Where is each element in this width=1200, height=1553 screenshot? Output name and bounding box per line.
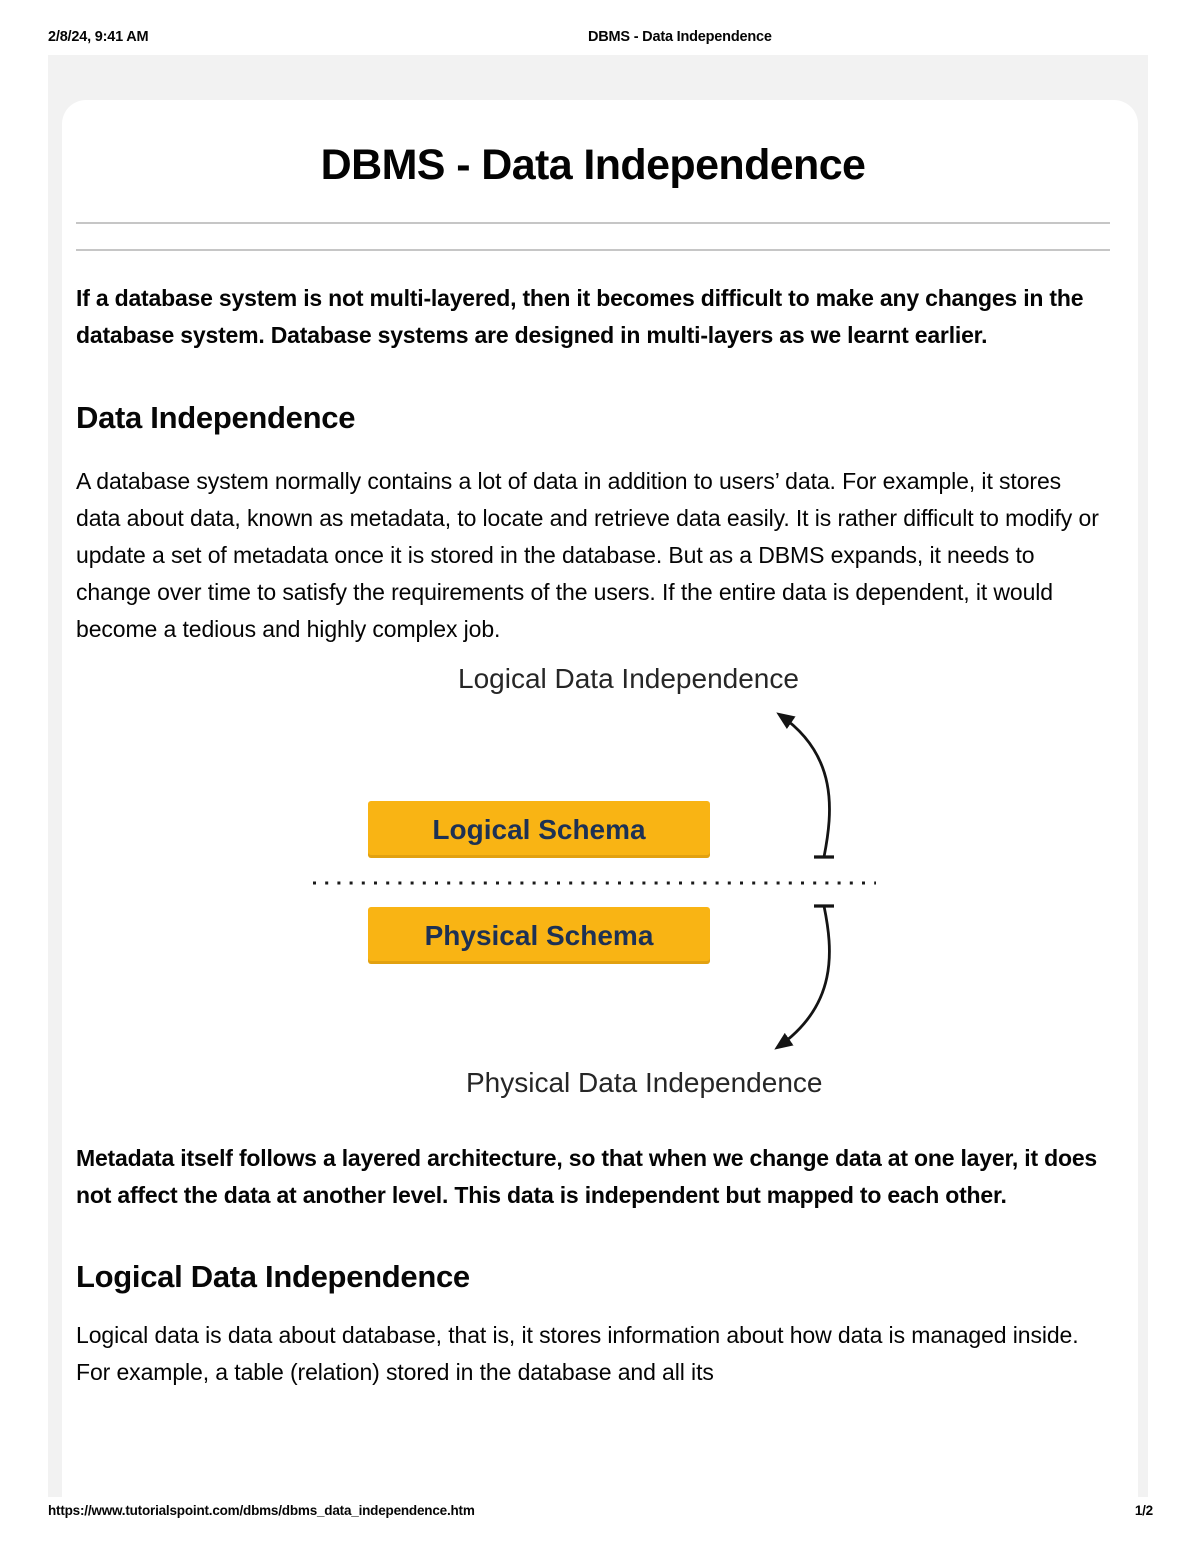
print-footer: https://www.tutorialspoint.com/dbms/dbms…	[48, 1503, 1153, 1518]
paragraph-layered-architecture: Metadata itself follows a layered archit…	[76, 1145, 1098, 1208]
print-document-title: DBMS - Data Independence	[588, 29, 772, 45]
logical-schema-label: Logical Schema	[432, 813, 646, 845]
article-title: DBMS - Data Independence	[320, 141, 866, 189]
physical-schema-label: Physical Schema	[424, 919, 654, 951]
diagram-arrows-graphic	[313, 712, 876, 1050]
physical-arrow-curve	[774, 905, 831, 1050]
section-heading-logical-data-independence: Logical Data Independence	[76, 1259, 470, 1294]
print-page-number: 1/2	[1134, 1503, 1153, 1518]
diagram-label-logical-data-independence: Logical Data Independence	[458, 663, 799, 694]
intro-paragraph: If a database system is not multi-layere…	[76, 285, 1084, 348]
section-heading-data-independence: Data Independence	[76, 400, 356, 435]
divider-rule	[76, 249, 1110, 251]
physical-schema-box: Physical Schema	[368, 907, 710, 964]
print-source-url: https://www.tutorialspoint.com/dbms/dbms…	[48, 1503, 475, 1518]
paragraph-logical-data: Logical data is data about database, tha…	[76, 1322, 1079, 1385]
data-independence-diagram: Logical Data Independence Logical Schema	[62, 653, 1138, 1108]
paragraph-metadata: A database system normally contains a lo…	[76, 468, 1099, 642]
diagram-label-physical-data-independence: Physical Data Independence	[466, 1067, 823, 1098]
logical-schema-box: Logical Schema	[368, 801, 710, 858]
print-timestamp: 2/8/24, 9:41 AM	[48, 29, 149, 45]
logical-arrow-curve	[776, 712, 831, 858]
divider-rule	[76, 222, 1110, 224]
page-background: DBMS - Data Independence If a database s…	[48, 55, 1148, 1497]
content-card: DBMS - Data Independence If a database s…	[62, 100, 1138, 1497]
